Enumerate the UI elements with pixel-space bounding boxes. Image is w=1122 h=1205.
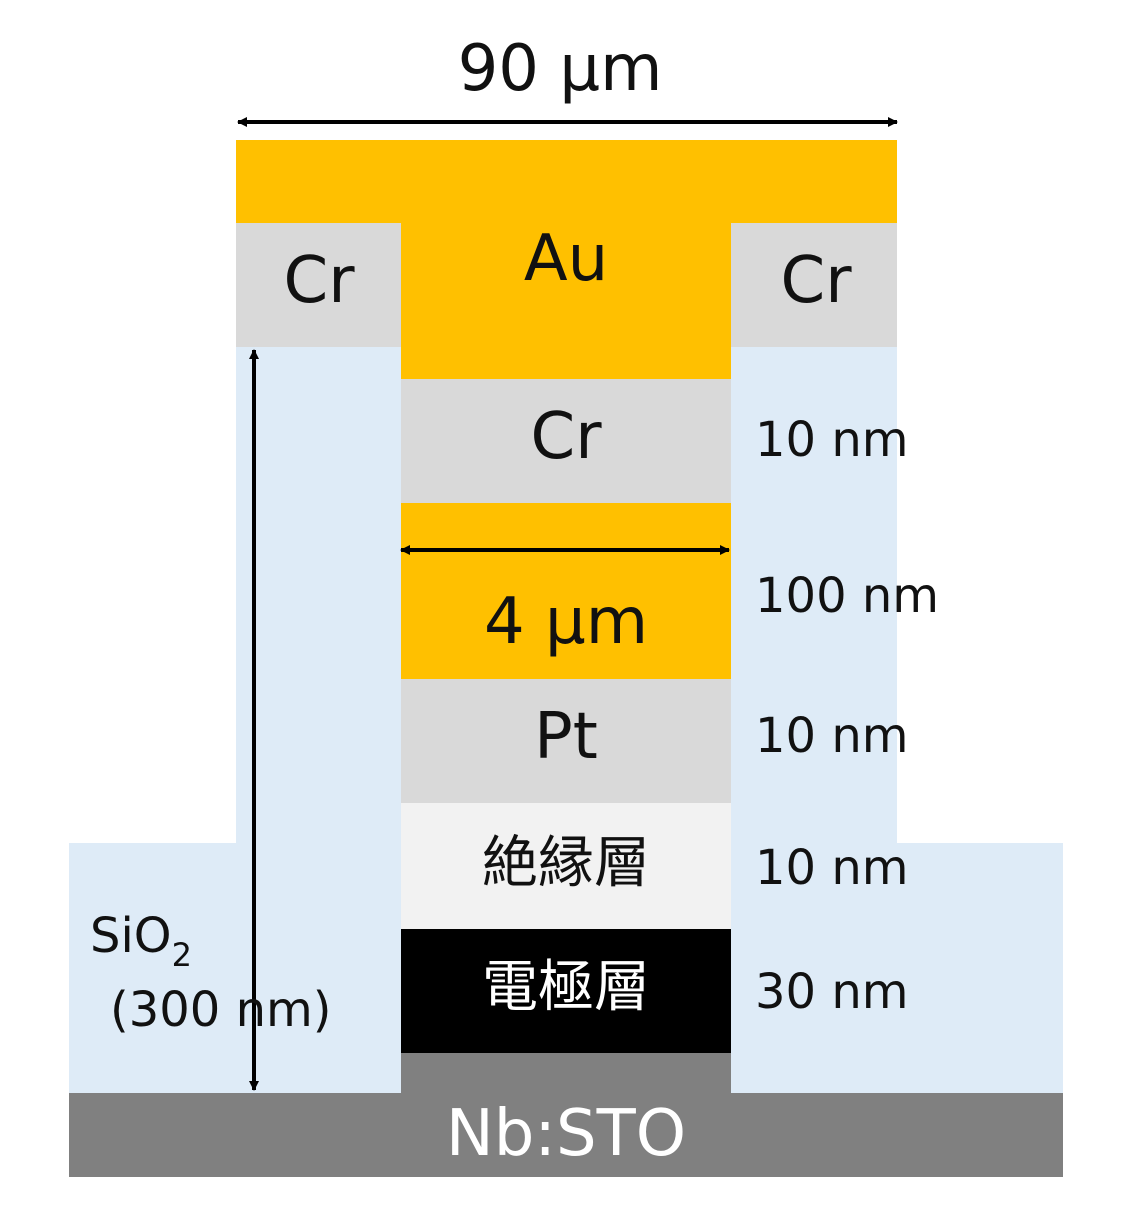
cr-pad-left-label: Cr xyxy=(284,244,356,318)
cr-pad-right xyxy=(731,223,897,347)
thickness-pt-label: 10 nm xyxy=(755,708,909,764)
width-pillar-label: 4 μm xyxy=(484,585,648,659)
au-top-label: Au xyxy=(524,222,608,296)
electrode-label: 電極層 xyxy=(482,955,650,1020)
au-top-bar xyxy=(236,140,897,223)
substrate-notch xyxy=(401,1053,731,1093)
sio2-left-column xyxy=(236,347,401,1093)
substrate-label: Nb:STO xyxy=(446,1097,686,1171)
insulator-layer xyxy=(401,803,731,929)
cr-pad-left xyxy=(236,223,401,347)
au-top-stem xyxy=(401,223,731,379)
sio2-label-subscript: 2 xyxy=(172,936,192,974)
cr-pad-right-label: Cr xyxy=(781,244,853,318)
width-total-label: 90 μm xyxy=(458,32,663,106)
sio2-right-column xyxy=(731,347,897,1093)
insulator-label: 絶縁層 xyxy=(482,831,650,896)
sio2-label: SiO2 xyxy=(90,908,192,974)
sio2-label-main: SiO xyxy=(90,908,172,964)
sio2-thickness-label: (300 nm) xyxy=(110,982,332,1038)
electrode-layer xyxy=(401,929,731,1053)
pt-layer xyxy=(401,679,731,803)
thickness-cr-label: 10 nm xyxy=(755,412,909,468)
thickness-insulator-label: 10 nm xyxy=(755,840,909,896)
au-middle-layer xyxy=(401,503,731,679)
pt-label: Pt xyxy=(534,700,598,774)
cr-stack-label: Cr xyxy=(531,400,603,474)
thickness-au-label: 100 nm xyxy=(755,568,939,624)
cr-middle-layer xyxy=(401,379,731,503)
thickness-electrode-label: 30 nm xyxy=(755,964,909,1020)
substrate-layer xyxy=(69,1093,1063,1177)
